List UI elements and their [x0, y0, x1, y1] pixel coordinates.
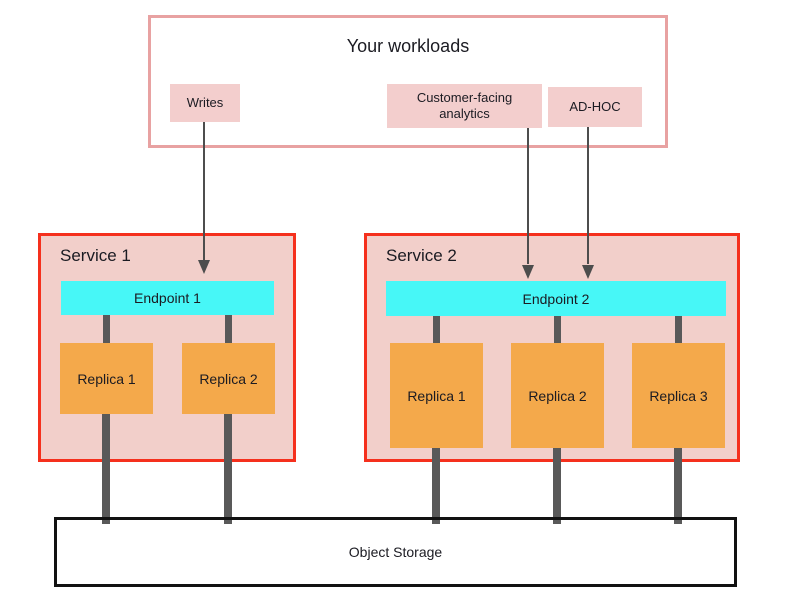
connector [675, 316, 682, 343]
object-storage-label: Object Storage [348, 544, 443, 560]
object-storage-background [54, 517, 737, 587]
service-1-box: Service 1 Endpoint 1 Replica 1 Replica 2 [38, 233, 296, 462]
connector [103, 315, 110, 343]
endpoint-2-label: Endpoint 2 [522, 290, 590, 307]
service-2-endpoint: Endpoint 2 [386, 281, 726, 316]
replica-label: Replica 2 [528, 387, 587, 404]
connector [225, 315, 232, 343]
connector [433, 316, 440, 343]
workloads-title: Your workloads [346, 36, 470, 56]
service-2-box: Service 2 Endpoint 2 Replica 1 Replica 2… [364, 233, 740, 462]
workload-ad-hoc-label: AD-HOC [569, 98, 621, 114]
connector [553, 448, 561, 524]
workloads-box: Your workloads Writes Customer-facing an… [148, 15, 668, 148]
replica-label: Replica 2 [199, 370, 258, 387]
service-2-replica-3: Replica 3 [632, 343, 725, 448]
replica-label: Replica 3 [649, 387, 708, 404]
service-2-replica-2: Replica 2 [511, 343, 604, 448]
service-2-replica-1: Replica 1 [390, 343, 483, 448]
workload-writes-label: Writes [186, 94, 224, 110]
service-2-label: Service 2 [386, 246, 457, 265]
object-storage-box: Object Storage [54, 517, 737, 587]
connector [432, 448, 440, 524]
replica-label: Replica 1 [77, 370, 136, 387]
endpoint-1-label: Endpoint 1 [134, 290, 201, 306]
service-1-replica-1: Replica 1 [60, 343, 153, 414]
service-1-endpoint: Endpoint 1 [61, 281, 274, 315]
service-1-replica-2: Replica 2 [182, 343, 275, 414]
connector [224, 414, 232, 524]
workload-writes: Writes [170, 84, 240, 122]
connector [674, 448, 682, 524]
service-1-label: Service 1 [60, 246, 131, 265]
connector [554, 316, 561, 343]
replica-label: Replica 1 [407, 387, 466, 404]
workload-analytics-label: Customer-facing analytics [416, 89, 513, 121]
workload-ad-hoc: AD-HOC [548, 87, 642, 127]
workload-customer-facing-analytics: Customer-facing analytics [387, 84, 542, 128]
connector [102, 414, 110, 524]
